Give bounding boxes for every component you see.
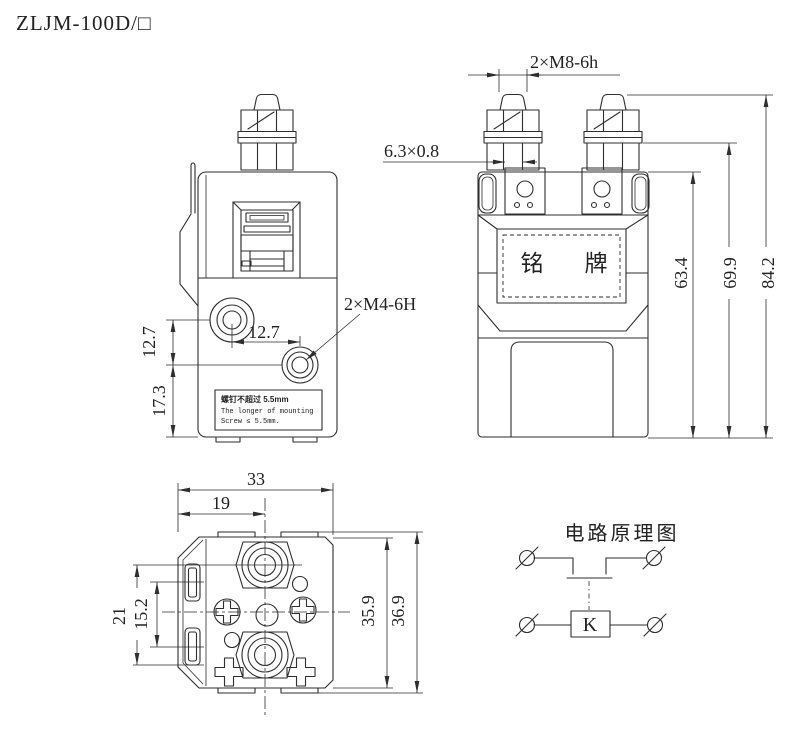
svg-text:12.7: 12.7 <box>139 326 159 358</box>
phillips-screw-right <box>289 596 317 624</box>
mounting-note-line1: 螺钉不超过 5.5mm <box>221 394 289 404</box>
front-body-outline <box>197 171 338 438</box>
circuit-diagram: 电路原理图 K <box>515 522 680 638</box>
mounting-note-box: 螺钉不超过 5.5mm The longer of mounting Screw… <box>214 389 323 431</box>
circuit-title: 电路原理图 <box>565 522 680 545</box>
front-view: 螺钉不超过 5.5mm The longer of mounting Screw… <box>179 93 338 443</box>
front-view-dimensions: 12.7 17.3 12.7 2×M4-6H <box>139 294 416 438</box>
dim-hole-spacing: 12.7 <box>248 322 280 342</box>
coil-box <box>570 610 611 638</box>
dim-hole-to-bottom: 17.3 <box>149 375 169 427</box>
dim-slot-pitch: 15.2 <box>131 588 151 640</box>
dim-center-offset: 19 <box>212 493 230 513</box>
stud-thread-label: 2×M8-6h <box>530 52 598 72</box>
svg-text:35.9: 35.9 <box>358 595 378 627</box>
svg-text:84.2: 84.2 <box>758 257 778 289</box>
faston-tab-label: 6.3×0.8 <box>384 141 439 161</box>
hex-terminal-bottom <box>235 631 295 679</box>
mounting-note-line2: The longer of mounting <box>221 408 313 416</box>
pin-hole-upper <box>291 575 309 593</box>
lower-housing <box>510 341 614 438</box>
side-view: 铭 牌 <box>477 93 650 438</box>
dim-total-height: 84.2 <box>758 247 778 299</box>
nameplate-char-left: 铭 <box>521 250 546 276</box>
terminal-tabs <box>504 167 623 215</box>
thread-note-m4: 2×M4-6H <box>344 294 416 314</box>
svg-text:21: 21 <box>109 607 129 625</box>
svg-text:15.2: 15.2 <box>131 598 151 630</box>
coil-terminal-slots <box>184 563 201 666</box>
svg-text:63.4: 63.4 <box>671 257 691 289</box>
dim-hole-offset-v: 12.7 <box>139 316 159 368</box>
center-hole <box>255 603 279 627</box>
nameplate: 铭 牌 <box>477 214 649 304</box>
contact-window <box>232 201 301 279</box>
side-flange <box>179 213 199 307</box>
svg-text:36.9: 36.9 <box>388 595 408 627</box>
dim-slot-span: 21 <box>109 601 129 631</box>
bottom-outline <box>177 536 334 689</box>
dim-depth: 35.9 <box>358 585 378 637</box>
coil-label: K <box>583 614 598 636</box>
bottom-view <box>162 498 350 716</box>
cross-cutout-right <box>286 657 316 687</box>
dim-washer-height: 69.9 <box>720 247 740 299</box>
bottom-view-dimensions: 33 19 21 15.2 35.9 36.9 <box>109 469 423 694</box>
dim-total-depth: 36.9 <box>388 585 408 637</box>
svg-text:17.3: 17.3 <box>149 385 169 417</box>
cross-cutout-left <box>214 657 244 687</box>
pin-hole-lower <box>223 631 241 649</box>
mounting-note-line3: Screw ≤ 5.5mm. <box>221 418 280 426</box>
lead-wire <box>190 162 196 214</box>
side-view-dimensions: 2×M8-6h 6.3×0.8 63.4 69.9 84.2 <box>383 52 778 439</box>
dim-body-height: 63.4 <box>671 247 691 299</box>
nameplate-char-right: 牌 <box>585 250 610 276</box>
page-title: ZLJM-100D/□ <box>16 11 152 35</box>
dim-width: 33 <box>247 469 265 489</box>
svg-text:69.9: 69.9 <box>720 257 740 289</box>
